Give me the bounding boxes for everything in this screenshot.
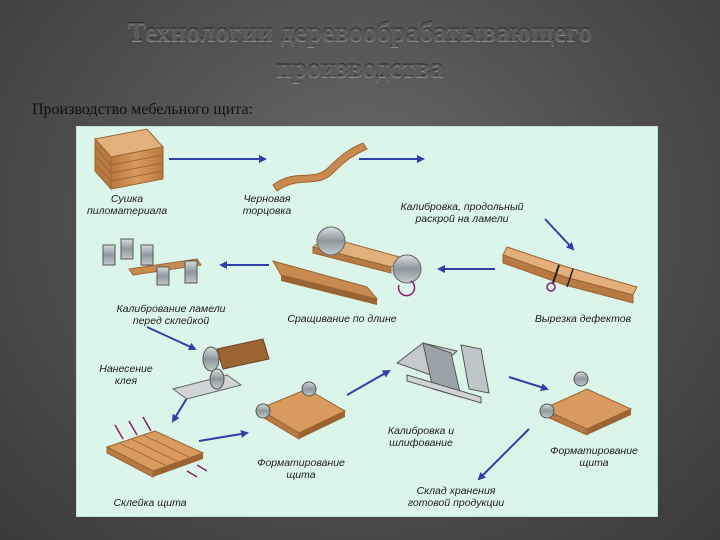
caption-glue-apply: Нанесение клея	[91, 363, 161, 387]
caption-glue-apply-line2: клея	[114, 375, 138, 387]
caption-calib-sand-line1: Калибровка и	[387, 425, 455, 437]
caption-length-join: Сращивание по длине	[277, 313, 407, 325]
arrow-10	[508, 376, 549, 392]
caption-storage-line1: Склад хранения	[416, 485, 496, 497]
process-diagram-graphics	[94, 128, 638, 481]
glue-roller-icon	[171, 338, 270, 400]
arrow-9	[346, 370, 391, 396]
panel-gluing-icon	[105, 416, 208, 478]
panel-format-icon-1	[255, 381, 347, 440]
process-diagram: Сушка пиломатериала Черновая торцовка Ка…	[76, 126, 658, 517]
caption-format-2: Форматирование щита	[539, 445, 649, 469]
caption-format-1: Форматирование щита	[251, 457, 351, 481]
arrow-6	[146, 326, 197, 351]
arrow-3	[544, 218, 575, 251]
caption-length-join-line1: Сращивание по длине	[287, 313, 397, 325]
caption-format-1-line1: Форматирование	[257, 457, 345, 469]
defect-board-icon	[502, 246, 638, 304]
caption-format-1-line2: щита	[286, 469, 316, 481]
caption-calibration-rip-line1: Калибровка, продольный	[400, 201, 524, 213]
caption-rough-trim-line1: Черновая	[243, 193, 291, 205]
slide-title-line2: производства	[275, 53, 445, 83]
caption-storage-line2: готовой продукции	[407, 497, 505, 509]
lumber-stack-icon	[94, 128, 164, 191]
caption-rough-trim-line2: торцовка	[242, 205, 292, 217]
warped-board-icon	[272, 142, 368, 192]
caption-storage: Склад хранения готовой продукции	[391, 485, 521, 509]
caption-lamel-calib-line1: Калибрование ламели	[116, 303, 226, 315]
caption-lamel-calib: Калибрование ламели перед склейкой	[101, 303, 241, 327]
finger-joint-board-icon	[271, 226, 422, 305]
caption-glue-apply-line1: Нанесение	[99, 363, 153, 375]
caption-calib-sand: Калибровка и шлифование	[371, 425, 471, 449]
arrow-8	[198, 430, 249, 442]
arrow-11	[477, 428, 530, 481]
caption-panel-glue-line1: Склейка щита	[113, 497, 187, 509]
caption-format-2-line2: щита	[579, 457, 609, 469]
caption-defect-cut-line1: Вырезка дефектов	[534, 313, 632, 325]
lamel-calibration-icon	[102, 238, 202, 286]
caption-panel-glue: Склейка щита	[95, 497, 205, 509]
caption-calib-sand-line2: шлифование	[389, 437, 453, 449]
caption-drying-line2: пиломатериала	[87, 205, 168, 217]
slide-title-line1: Технологии деревообрабатывающего	[127, 17, 593, 47]
caption-drying: Сушка пиломатериала	[87, 193, 167, 217]
slide-title: Технологии деревообрабатывающего произво…	[0, 14, 720, 86]
slide-subtitle: Производство мебельного щита:	[32, 101, 253, 118]
caption-format-2-line1: Форматирование	[550, 445, 638, 457]
caption-calibration-rip-line2: раскрой на ламели	[415, 213, 509, 225]
panel-format-icon-2	[539, 371, 633, 436]
sanding-machine-icon	[395, 342, 490, 404]
caption-lamel-calib-line2: перед склейкой	[132, 315, 210, 327]
caption-drying-line1: Сушка	[110, 193, 144, 205]
caption-defect-cut: Вырезка дефектов	[523, 313, 643, 325]
caption-rough-trim: Черновая торцовка	[227, 193, 307, 217]
caption-calibration-rip: Калибровка, продольный раскрой на ламели	[387, 201, 537, 225]
